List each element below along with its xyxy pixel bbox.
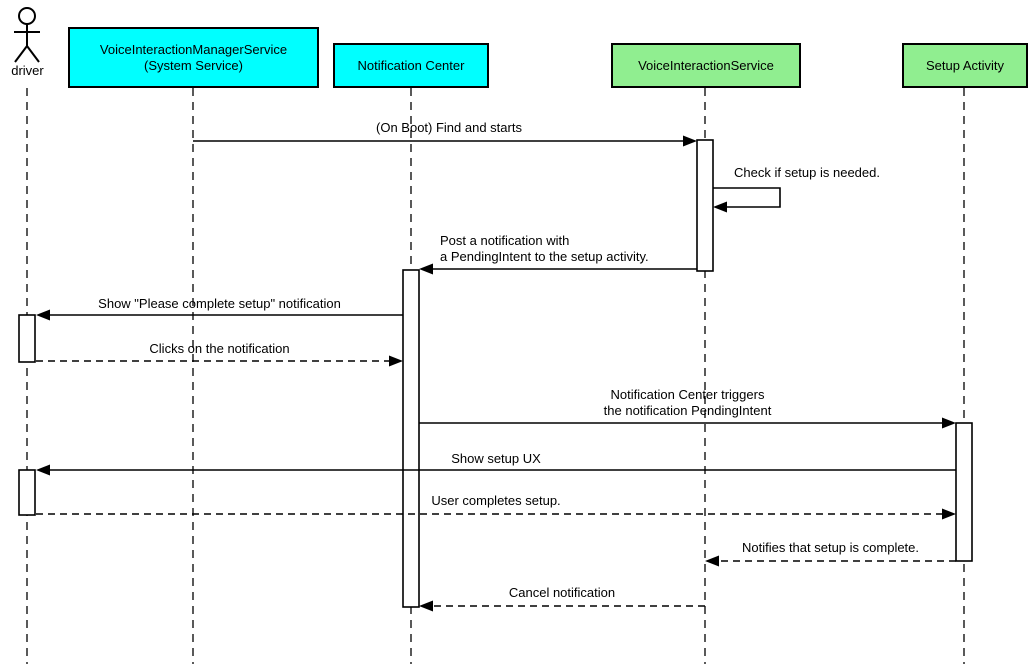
activation-driver-1 xyxy=(18,314,36,363)
message-label-cancel-notification: Cancel notification xyxy=(508,585,616,600)
activation-driver-2 xyxy=(18,469,36,516)
participant-voice-interaction-service: VoiceInteractionService xyxy=(611,43,801,88)
message-label-triggers-pending-intent: Notification Center triggers the notific… xyxy=(603,387,772,418)
arrow-clicks-on-the-notification xyxy=(36,355,403,367)
actor-label-driver: driver xyxy=(11,63,44,78)
participant-voice-interaction-manager-service: VoiceInteractionManagerService (System S… xyxy=(68,27,319,88)
message-label-user-completes-setup: User completes setup. xyxy=(431,493,561,508)
arrow-triggers-pending-intent xyxy=(419,417,956,429)
message-label-on-boot-find-and-starts: (On Boot) Find and starts xyxy=(376,120,522,135)
arrow-user-completes-setup xyxy=(36,508,956,520)
activation-setup-activity xyxy=(955,422,973,562)
participant-label: VoiceInteractionManagerService (System S… xyxy=(99,41,288,73)
participant-label: Notification Center xyxy=(357,57,465,73)
arrow-notifies-setup-complete xyxy=(705,555,956,567)
arrow-on-boot-find-and-starts xyxy=(193,135,697,147)
message-label-notifies-setup-complete: Notifies that setup is complete. xyxy=(741,540,920,555)
message-label-show-please-complete-setup: Show "Please complete setup" notificatio… xyxy=(98,296,341,311)
arrow-show-please-complete-setup-notification xyxy=(36,309,403,321)
participant-setup-activity: Setup Activity xyxy=(902,43,1028,88)
arrow-check-if-setup-is-needed xyxy=(713,187,781,213)
activation-bars xyxy=(18,139,973,608)
message-label-clicks-on-the-notification: Clicks on the notification xyxy=(149,341,290,356)
message-label-check-if-setup-is-needed: Check if setup is needed. xyxy=(734,165,880,180)
actor-figure-icon xyxy=(14,7,40,63)
participant-notification-center: Notification Center xyxy=(333,43,489,88)
message-label-post-a-notification: Post a notification with a PendingIntent… xyxy=(440,233,649,264)
activation-notification-center xyxy=(402,269,420,608)
message-arrows xyxy=(36,135,956,612)
participant-label: Setup Activity xyxy=(925,57,1005,73)
arrow-post-a-notification xyxy=(419,263,697,275)
arrow-cancel-notification xyxy=(419,600,705,612)
message-label-show-setup-ux: Show setup UX xyxy=(451,451,541,466)
arrow-show-setup-ux xyxy=(36,464,956,476)
activation-voice-interaction-service xyxy=(696,139,714,272)
participant-label: VoiceInteractionService xyxy=(638,57,774,73)
